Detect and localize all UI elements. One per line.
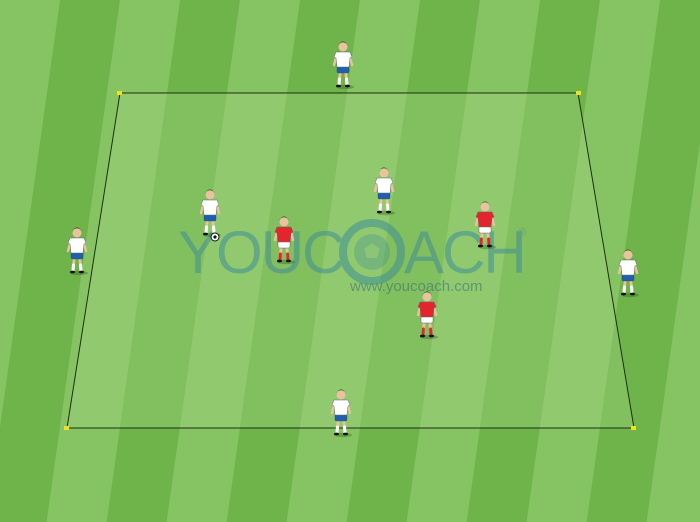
watermark-url: www.youcoach.com [349, 278, 483, 295]
watermark-brand-left: YOUC [178, 219, 344, 286]
watermark-brand-right: ACH [404, 219, 525, 286]
white-player-top [332, 41, 354, 90]
cone-bottom-left [64, 426, 69, 430]
cone-top-right [576, 91, 581, 95]
white-player-left [66, 227, 88, 276]
red-player-right [474, 201, 496, 250]
red-player-center-left [273, 216, 295, 265]
players-layer [66, 41, 639, 438]
drill-area [66, 92, 635, 429]
cone-top-left [117, 91, 122, 95]
white-player-right [617, 249, 639, 298]
cone-bottom-right [631, 426, 636, 430]
white-player-center [373, 167, 395, 216]
white-player-bottom [330, 389, 352, 438]
red-player-center [416, 291, 438, 340]
soccer-ball-icon [210, 232, 220, 242]
soccer-ball-logo-icon [339, 219, 405, 285]
watermark-registered: ® [518, 227, 526, 239]
